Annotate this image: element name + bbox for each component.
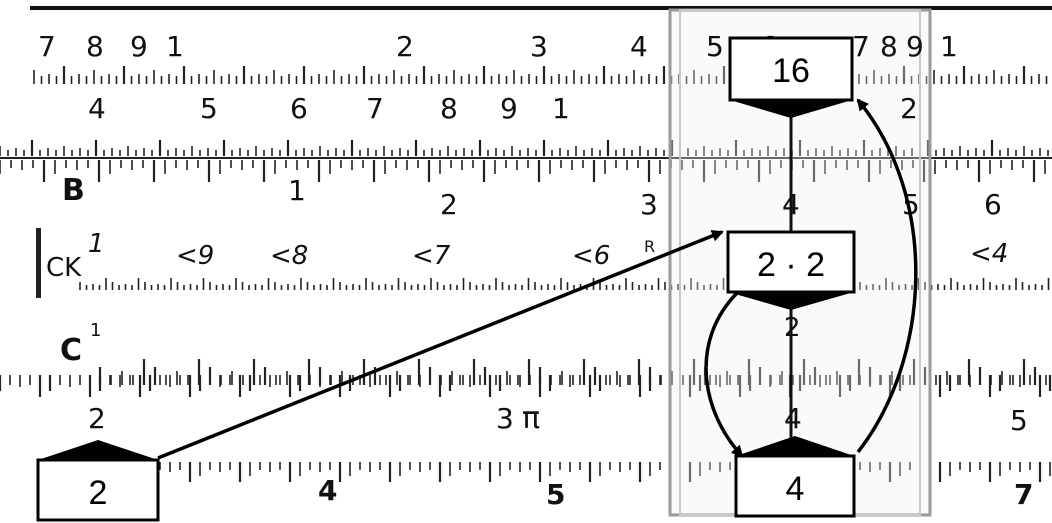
ck-scale: 1 <9 <8 <7 <6 R <4 bbox=[88, 229, 1008, 271]
left-edge-mark bbox=[36, 228, 41, 298]
a-scale: 4 5 6 7 8 9 1 2 bbox=[88, 92, 918, 125]
d-scale: 2 3 4 5 π bbox=[88, 401, 1028, 437]
arrow-product-to-square bbox=[704, 290, 744, 458]
d-scale-ticks bbox=[0, 375, 1052, 397]
callout-product: 2 · 2 bbox=[726, 230, 856, 310]
tick-label: 4 bbox=[88, 92, 106, 125]
tick-label: 6 bbox=[290, 92, 308, 125]
scale-label-ck: CK bbox=[46, 253, 82, 283]
tick-label: 1 bbox=[88, 229, 105, 259]
tick-label: 3 bbox=[496, 402, 514, 435]
pointer-up-icon bbox=[736, 436, 854, 456]
tick-label: 6 bbox=[984, 188, 1002, 221]
tick-label: 1 bbox=[552, 92, 570, 125]
tick-label: 8 bbox=[880, 30, 898, 63]
pi-mark: π bbox=[522, 401, 540, 436]
callout-product-label: 2 · 2 bbox=[757, 246, 825, 284]
tick-label: <9 bbox=[176, 241, 214, 271]
tick-label: 9 bbox=[130, 30, 148, 63]
tick-label: 2 bbox=[440, 188, 458, 221]
tick-label: 9 bbox=[500, 92, 518, 125]
tick-label: 1 bbox=[166, 30, 184, 63]
tick-label: 1 bbox=[940, 30, 958, 63]
tick-label: 5 bbox=[200, 92, 218, 125]
tick-label: 2 bbox=[88, 402, 106, 435]
c-scale: 1 2 bbox=[90, 313, 801, 343]
top-scale-ticks bbox=[33, 66, 1048, 84]
tick-label: 5 bbox=[1010, 404, 1028, 437]
tick-label: 4 bbox=[784, 402, 802, 435]
tick-label: 5 bbox=[706, 30, 724, 63]
tick-label: 3 bbox=[530, 30, 548, 63]
tick-label: 7 bbox=[366, 92, 384, 125]
arrow-input-to-product bbox=[157, 230, 724, 460]
arrow-square-to-result bbox=[856, 98, 918, 454]
tick-label: <7 bbox=[412, 241, 451, 271]
tick-label: 8 bbox=[86, 30, 104, 63]
tick-label: 7 bbox=[38, 30, 56, 63]
tick-label: 7 bbox=[852, 30, 870, 63]
tick-label: <6 bbox=[572, 241, 610, 271]
tick-label: R bbox=[644, 237, 655, 256]
tick-label: 2 bbox=[784, 313, 801, 343]
tick-label: <8 bbox=[270, 241, 308, 271]
callout-input: 2 bbox=[36, 440, 160, 522]
callout-input-label: 2 bbox=[89, 474, 108, 512]
tick-label: 2 bbox=[900, 92, 918, 125]
b-scale-ticks bbox=[0, 160, 1046, 182]
tick-label: 4 bbox=[318, 474, 337, 507]
slide-boundary-line bbox=[0, 157, 1052, 159]
tick-label: 8 bbox=[440, 92, 458, 125]
tick-label: 4 bbox=[782, 188, 800, 221]
tick-label: 7 bbox=[1014, 478, 1033, 511]
callout-result-label: 16 bbox=[772, 52, 810, 90]
bottom-scale-ticks bbox=[149, 462, 1051, 482]
pointer-up-icon bbox=[38, 440, 158, 460]
scale-label-c: C bbox=[60, 333, 82, 368]
b-scale: 1 2 3 4 5 6 bbox=[288, 174, 1002, 221]
tick-label: 1 bbox=[288, 174, 306, 207]
tick-label: 2 bbox=[396, 30, 414, 63]
tick-label: 9 bbox=[906, 30, 924, 63]
tick-label: <4 bbox=[970, 239, 1008, 269]
tick-label: 5 bbox=[546, 478, 565, 511]
rule-top-edge bbox=[30, 6, 1052, 10]
scale-label-b: B bbox=[62, 173, 85, 208]
tick-label: 3 bbox=[640, 188, 658, 221]
tick-label: 1 bbox=[90, 320, 101, 341]
callout-result: 16 bbox=[728, 36, 854, 118]
callout-square-label: 4 bbox=[786, 470, 805, 508]
callout-square: 4 bbox=[734, 436, 856, 518]
tick-label: 4 bbox=[630, 30, 648, 63]
arrows bbox=[157, 98, 918, 460]
pointer-down-icon bbox=[728, 292, 854, 310]
pointer-down-icon bbox=[730, 100, 852, 118]
